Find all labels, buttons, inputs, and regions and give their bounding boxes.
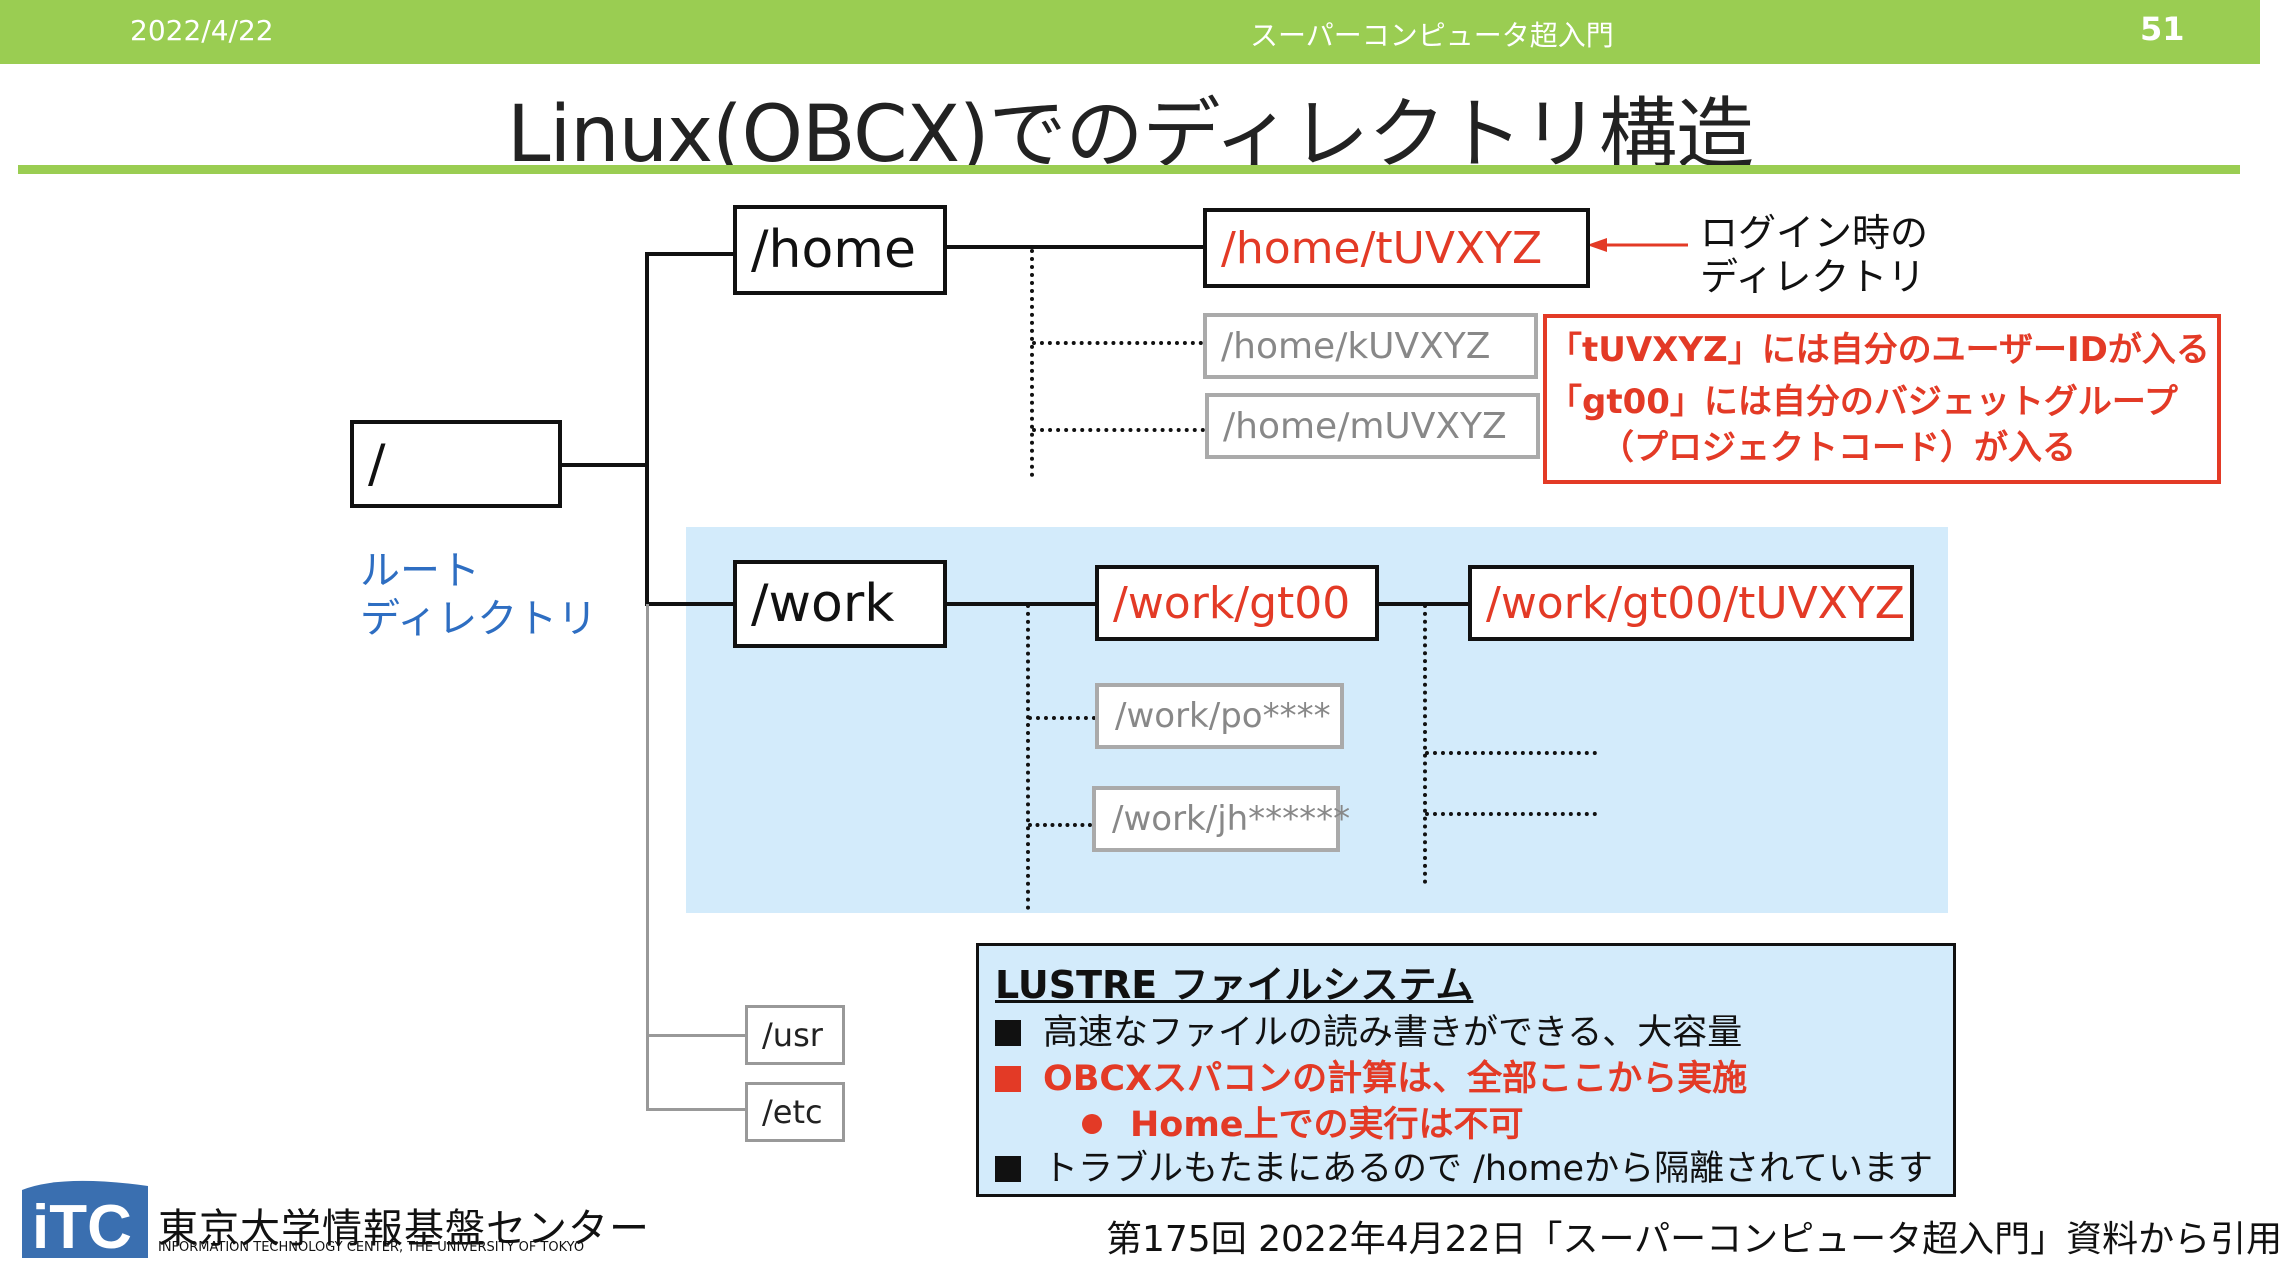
connector-trunk-work <box>645 602 735 606</box>
connector-trunk-home <box>645 252 735 256</box>
connector-usr <box>646 1034 748 1037</box>
arrow-left-icon <box>1587 238 1688 252</box>
root-label-line1: ルート <box>360 548 480 594</box>
connector-root-trunk <box>560 463 647 467</box>
login-label-line2: ディレクトリ <box>1700 255 1926 299</box>
connector-home-other2 <box>1032 428 1205 432</box>
dir-work-group: /work/gt00 <box>1095 565 1379 641</box>
title-underline <box>18 165 2240 174</box>
header-bar <box>0 0 2260 64</box>
connector-work-group <box>945 602 1097 606</box>
connector-home-user <box>945 245 1205 249</box>
note-line1: 「tUVXYZ」には自分のユーザーIDが入る <box>1548 330 2210 370</box>
square-bullet-icon <box>995 1066 1021 1092</box>
header-date: 2022/4/22 <box>130 14 274 47</box>
square-bullet-icon <box>995 1156 1021 1182</box>
lustre-subitem: Home上での実行は不可 <box>1082 1096 1524 1147</box>
square-bullet-icon <box>995 1020 1021 1046</box>
connector-work-other2 <box>1028 823 1092 827</box>
dir-home-other2: /home/mUVXYZ <box>1205 393 1540 459</box>
dir-usr: /usr <box>745 1005 845 1065</box>
lustre-item-1: 高速なファイルの読み書きができる、大容量 <box>995 1004 1742 1055</box>
dir-work: /work <box>733 560 947 648</box>
connector-group-dotted <box>1423 604 1427 884</box>
note-box <box>1543 314 2221 484</box>
header-title: スーパーコンピュータ超入門 <box>1250 19 1614 52</box>
connector-work-other1 <box>1028 716 1096 720</box>
svg-text:iTC: iTC <box>32 1193 132 1262</box>
connector-group-dots1 <box>1425 751 1597 755</box>
login-label-line1: ログイン時の <box>1700 211 1929 255</box>
connector-home-other1 <box>1032 341 1203 345</box>
note-line2: 「gt00」には自分のバジェットグループ <box>1548 382 2178 422</box>
note-line3: （プロジェクトコード）が入る <box>1600 428 2076 468</box>
dir-work-other2: /work/jh****** <box>1092 786 1350 852</box>
circle-bullet-icon <box>1082 1114 1102 1134</box>
itc-logo-icon: iTC <box>22 1172 148 1262</box>
connector-trunk-main <box>645 252 649 604</box>
logo-name-en: INFORMATION TECHNOLOGY CENTER, THE UNIVE… <box>158 1240 585 1255</box>
root-label-line2: ディレクトリ <box>360 596 598 642</box>
connector-home-dotted <box>1030 249 1034 477</box>
footer-citation: 第175回 2022年4月22日「スーパーコンピュータ超入門」資料から引用 <box>1106 1219 2282 1260</box>
lustre-title: LUSTRE ファイルシステム <box>995 963 1474 1007</box>
dir-home-other1: /home/kUVXYZ <box>1203 313 1538 379</box>
connector-work-dotted <box>1026 604 1030 910</box>
lustre-item-2: OBCXスパコンの計算は、全部ここから実施 <box>995 1050 1747 1101</box>
connector-trunk-lower <box>646 604 649 1110</box>
dir-home-user: /home/tUVXYZ <box>1203 208 1590 288</box>
dir-work-user: /work/gt00/tUVXYZ <box>1468 565 1914 641</box>
dir-work-other1: /work/po**** <box>1095 683 1344 749</box>
dir-root: / <box>350 420 562 508</box>
lustre-item-3: トラブルもたまにあるので /homeから隔離されています <box>995 1140 1933 1191</box>
dir-home: /home <box>733 205 947 295</box>
connector-group-dots2 <box>1425 812 1597 816</box>
lustre-box <box>976 943 1956 1197</box>
page-number: 51 <box>2140 10 2185 48</box>
logo-name-jp: 東京大学情報基盤センター <box>158 1206 650 1252</box>
connector-etc <box>646 1108 748 1111</box>
dir-etc: /etc <box>745 1082 845 1142</box>
